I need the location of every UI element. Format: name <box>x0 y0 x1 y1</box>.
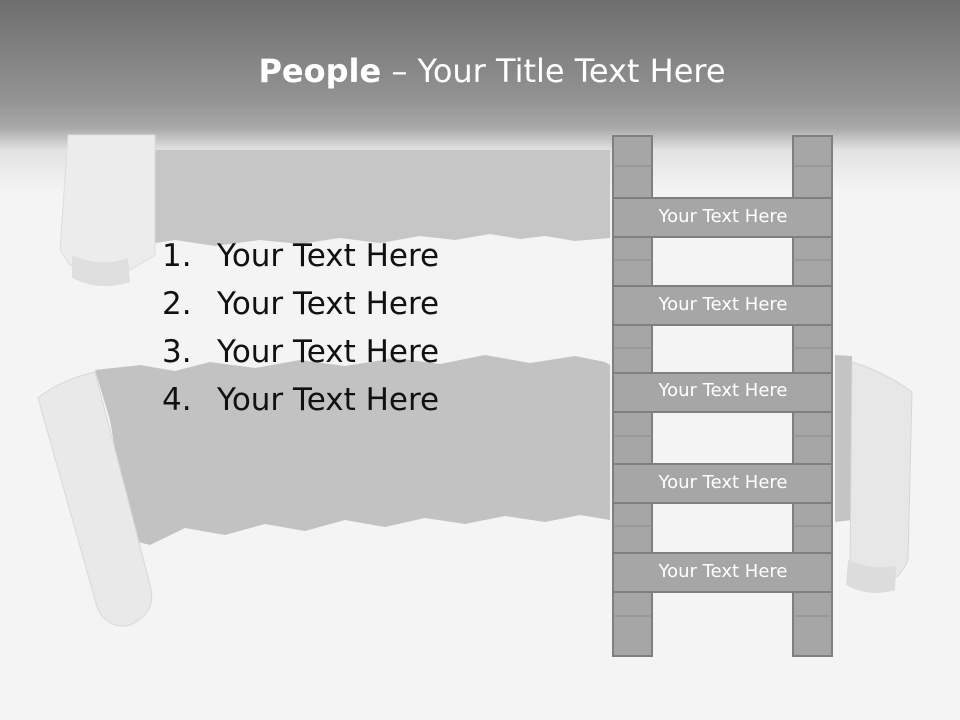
ladder-rung <box>612 463 833 504</box>
list-item-text: Your Text Here <box>217 286 440 322</box>
list-item: 2. Your Text Here <box>162 280 439 328</box>
list-item-number: 1. <box>162 238 192 274</box>
list-item-text: Your Text Here <box>217 238 440 274</box>
left-curl-bottom <box>37 371 153 627</box>
ladder-rung-label: Your Text Here <box>658 472 788 493</box>
ladder-rung <box>612 285 833 326</box>
title-bold: People <box>258 52 382 90</box>
list-item-number: 3. <box>162 334 192 370</box>
list-item-number: 2. <box>162 286 192 322</box>
upper-tear-region <box>150 150 610 246</box>
title-rest: – Your Title Text Here <box>381 52 726 90</box>
list-item: 1. Your Text Here <box>162 232 439 280</box>
list-item: 3. Your Text Here <box>162 328 439 376</box>
right-tear-region <box>835 355 852 522</box>
list-item-text: Your Text Here <box>217 334 440 370</box>
ladder-rung-label: Your Text Here <box>658 294 788 315</box>
slide-title: People – Your Title Text Here <box>0 52 960 90</box>
ladder-rung <box>612 197 833 238</box>
ladder-rung-label: Your Text Here <box>658 561 788 582</box>
ladder-rung <box>612 372 833 413</box>
left-curl-top <box>59 134 156 271</box>
ladder-rung-label: Your Text Here <box>658 380 788 401</box>
numbered-list: 1. Your Text Here 2. Your Text Here 3. Your… <box>162 232 439 424</box>
lower-tear-region <box>95 355 610 545</box>
list-item: 4. Your Text Here <box>162 376 439 424</box>
list-item-text: Your Text Here <box>217 382 440 418</box>
ladder-rung-label: Your Text Here <box>658 206 788 227</box>
ladder-rung <box>612 552 833 593</box>
list-item-number: 4. <box>162 382 192 418</box>
